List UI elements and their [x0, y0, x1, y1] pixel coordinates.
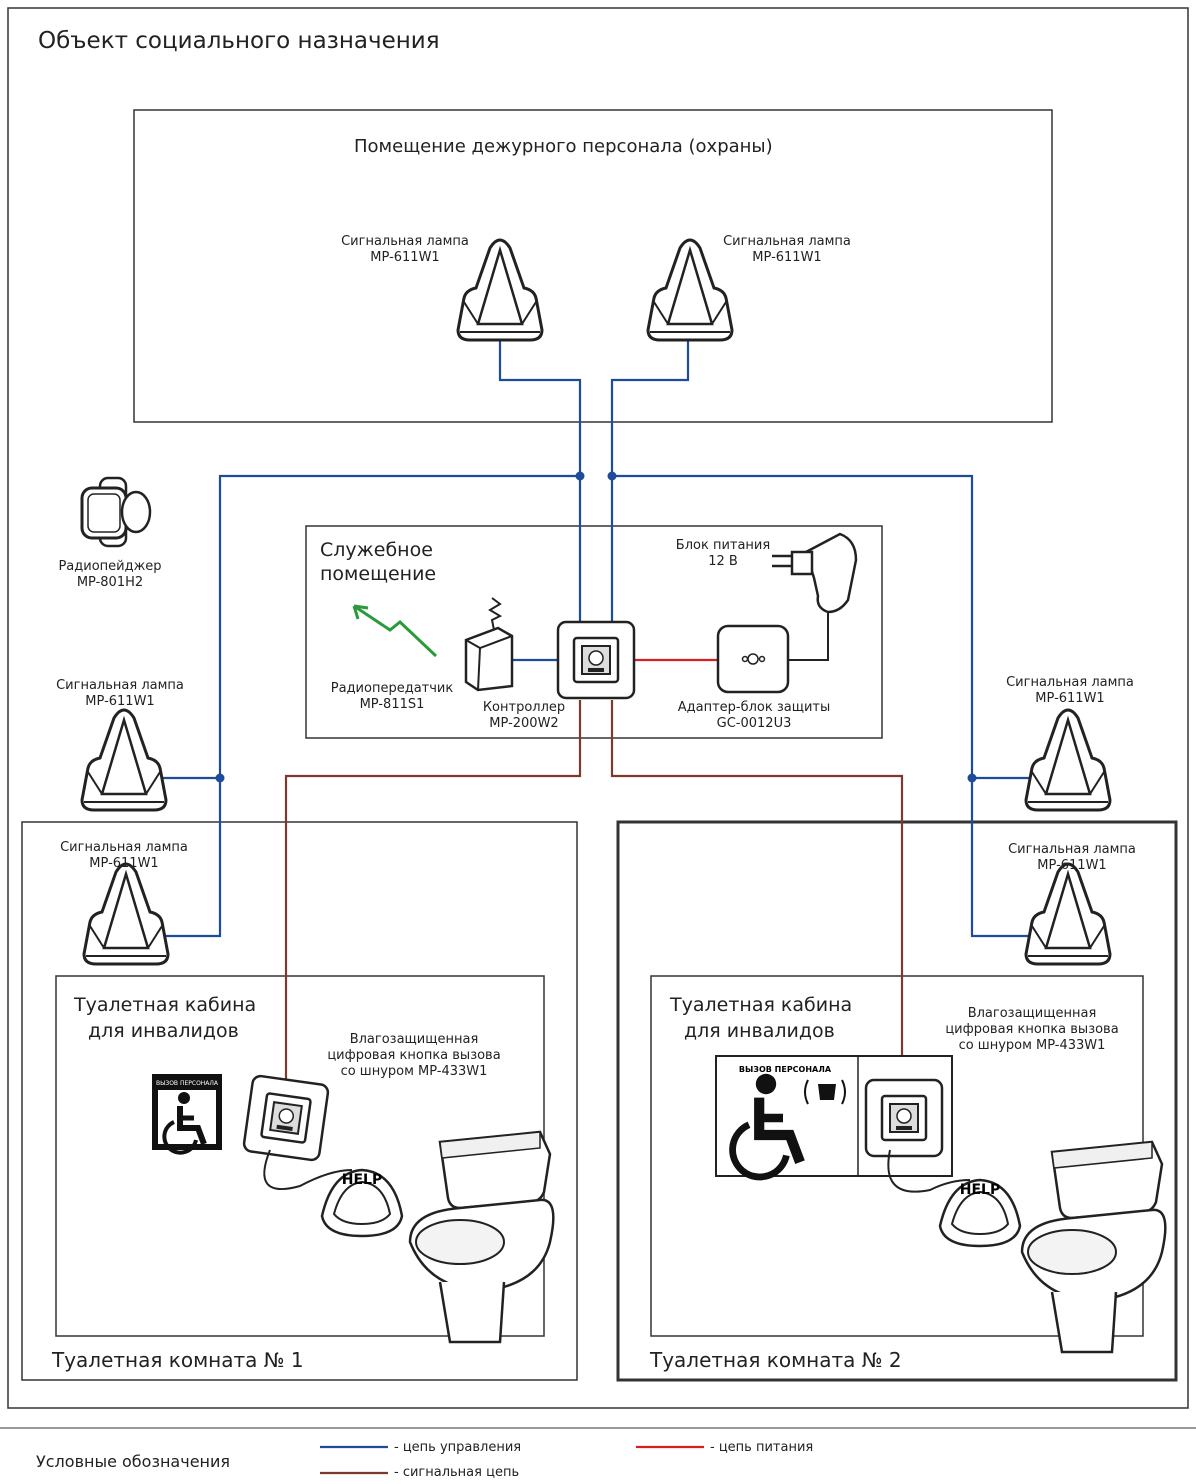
- lamp-icon-left-upper: [80, 708, 168, 812]
- adapter-model-text: GC-0012U3: [716, 716, 792, 731]
- accessibility-sign-icon-cabin1: [152, 1074, 222, 1153]
- wire-signal-cabin2: [610, 700, 904, 1060]
- call-button-line1: Влагозащищенная: [349, 1032, 479, 1047]
- toilet-icon-cabin1: [408, 1130, 555, 1344]
- wire-lamp-top-left: [498, 340, 582, 622]
- call-button-icon-cabin2: [864, 1078, 944, 1158]
- lamp-label-text: Сигнальная лампа: [341, 234, 469, 249]
- call-button-line3: со шнуром MP-433W1: [958, 1038, 1106, 1053]
- call-button-line2: цифровая кнопка вызова: [327, 1048, 501, 1063]
- service-room-title-line2: помещение: [320, 563, 437, 585]
- cord-cabin1: [263, 1149, 353, 1191]
- legend-signal-label: - сигнальная цепь: [394, 1465, 520, 1480]
- sign-text-cabin2: ВЫЗОВ ПЕРСОНАЛА: [739, 1065, 832, 1074]
- cabin2-title-line1: Туалетная кабина: [670, 994, 853, 1016]
- call-button-line1: Влагозащищенная: [967, 1006, 1097, 1021]
- controller-model-text: MP-200W2: [489, 716, 559, 731]
- controller-icon: [556, 620, 636, 700]
- cabin1-title-line1: Туалетная кабина: [74, 994, 257, 1016]
- psu-label-text: Блок питания: [675, 538, 771, 553]
- restroom1-title: Туалетная комната № 1: [52, 1348, 304, 1372]
- wire-right-lamps: [612, 474, 1032, 938]
- facility-title: Объект социального назначения: [38, 28, 440, 54]
- legend-title: Условные обозначения: [36, 1452, 231, 1471]
- restroom1-frame: [21, 821, 578, 1381]
- lamp-model-text: MP-611W1: [85, 694, 155, 709]
- service-room-title-line1: Служебное: [320, 539, 433, 561]
- lamp-label-text: Сигнальная лампа: [723, 234, 851, 249]
- service-room-frame: [305, 525, 883, 739]
- radio-wave-icon: [352, 604, 438, 658]
- lamp-label-text: Сигнальная лампа: [56, 678, 184, 693]
- adapter-label-text: Адаптер-блок защиты: [677, 700, 831, 715]
- wire-lamp-top-right: [610, 340, 690, 622]
- facility-frame: [7, 7, 1189, 1409]
- call-button-line2: цифровая кнопка вызова: [945, 1022, 1119, 1037]
- restroom2-title: Туалетная комната № 2: [650, 1348, 902, 1372]
- lamp-icon-right-lower: [1024, 862, 1112, 966]
- pager-label-text: Радиопейджер: [58, 559, 162, 574]
- power-plug-icon: [772, 532, 858, 614]
- lamp-model-text: MP-611W1: [1037, 858, 1107, 873]
- restroom2-frame: [616, 820, 1178, 1382]
- control-circuit: [162, 340, 1032, 938]
- call-button-line3: со шнуром MP-433W1: [340, 1064, 488, 1079]
- signal-circuit: [284, 700, 904, 1080]
- guard-room-frame: [133, 109, 1053, 423]
- adapter-icon: [716, 624, 790, 694]
- help-text-cabin2: HELP: [960, 1182, 1000, 1198]
- sign-text-cabin1: ВЫЗОВ ПЕРСОНАЛА: [156, 1080, 219, 1087]
- lamp-label-text: Сигнальная лампа: [1006, 675, 1134, 690]
- help-text-cabin1: HELP: [342, 1172, 382, 1188]
- cabin2-title: Туалетная кабина для инвалидов: [670, 992, 852, 1044]
- lamp-model-text: MP-611W1: [370, 250, 440, 265]
- lamp-model-text: MP-611W1: [1035, 691, 1105, 706]
- cabin2-title-line2: для инвалидов: [684, 1020, 835, 1042]
- cord-cabin2: [887, 1149, 971, 1193]
- call-button-icon-cabin1: [241, 1073, 331, 1163]
- pager-model-text: MP-801H2: [76, 575, 144, 590]
- lamp-label-text: Сигнальная лампа: [60, 840, 188, 855]
- legend-control-label: - цепь управления: [394, 1440, 522, 1455]
- wire-left-lamps: [164, 474, 580, 938]
- lamp-model-text: MP-611W1: [89, 856, 159, 871]
- lamp-icon-left-lower: [82, 862, 170, 966]
- transmitter-icon: [464, 597, 514, 692]
- legend-power-label: - цепь питания: [710, 1440, 814, 1455]
- watch-icon: [80, 476, 152, 548]
- cabin1-title-line2: для инвалидов: [88, 1020, 239, 1042]
- junction-dots: [215, 471, 977, 783]
- lamp-icon-right-upper: [1024, 708, 1112, 812]
- lamp-label-text: Сигнальная лампа: [1008, 842, 1136, 857]
- psu-cable: [788, 612, 829, 661]
- transmitter-label-text: Радиопередатчик: [330, 681, 454, 696]
- psu-model-text: 12 В: [708, 554, 738, 569]
- transmitter-model-text: MP-811S1: [359, 697, 425, 712]
- cabin1-title: Туалетная кабина для инвалидов: [74, 992, 256, 1044]
- toilet-icon-cabin2: [1020, 1140, 1167, 1354]
- controller-label-text: Контроллер: [482, 700, 566, 715]
- lamp-model-text: MP-611W1: [752, 250, 822, 265]
- guard-room-title: Помещение дежурного персонала (охраны): [354, 136, 773, 157]
- wire-signal-cabin1: [284, 700, 582, 1080]
